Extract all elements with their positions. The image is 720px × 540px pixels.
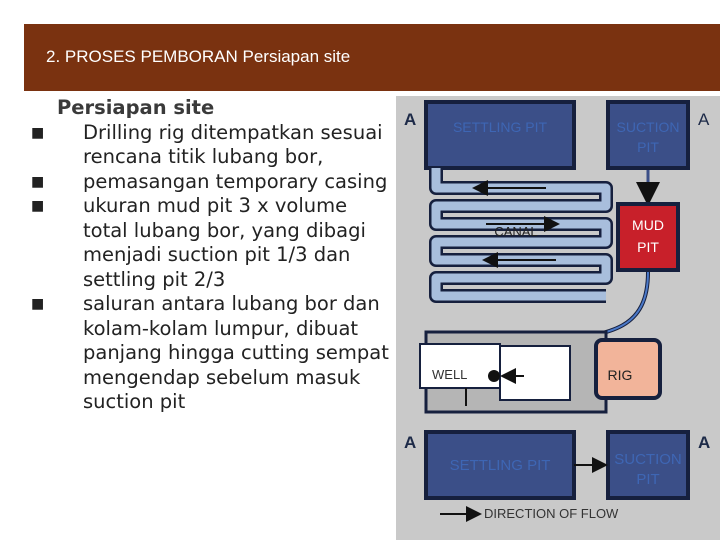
bullet-marker-icon: ■ xyxy=(31,173,45,190)
section-label-bottom-left: A xyxy=(404,433,416,452)
bullet-item: ■ pemasangan temporary casing xyxy=(31,170,397,195)
bullet-marker-icon: ■ xyxy=(31,124,45,141)
bullet-text: ukuran mud pit 3 x volume total lubang b… xyxy=(83,194,366,291)
bullet-marker-icon: ■ xyxy=(31,296,45,312)
settling-pit-bottom-label: SETTLING PIT xyxy=(450,457,551,474)
well-inner xyxy=(499,345,571,401)
settling-pit-top-label: SETTLING PIT xyxy=(453,119,548,135)
well-head xyxy=(488,370,500,382)
suction-pit-bottom-label-2: PIT xyxy=(636,471,659,488)
bullet-item: ■ ukuran mud pit 3 x volume total lubang… xyxy=(31,194,397,292)
suction-pit-bottom-label-1: SUCTION xyxy=(614,451,682,468)
suction-pit-bottom xyxy=(606,430,690,500)
section-label-top-right: A xyxy=(698,110,710,129)
mud-pit xyxy=(616,202,680,272)
bullet-item: ■ Drilling rig ditempatkan sesuai rencan… xyxy=(31,121,397,170)
suction-pit-top-label-1: SUCTION xyxy=(617,119,680,135)
mud-pit-label-2: PIT xyxy=(637,239,659,255)
mud-system-diagram: SETTLING PIT SUCTION PIT A A A A CANAL M… xyxy=(396,96,720,540)
rig-box xyxy=(594,338,662,400)
content-heading: Persiapan site xyxy=(57,96,215,119)
canal-water xyxy=(431,168,611,301)
bullet-text: pemasangan temporary casing xyxy=(83,169,388,193)
body-text: Persiapan site ■ Drilling rig ditempatka… xyxy=(31,96,397,415)
well-label: WELL xyxy=(432,367,467,382)
page-title: 2. PROSES PEMBORAN Persiapan site xyxy=(46,47,351,66)
mud-pit-label-1: MUD xyxy=(632,217,664,233)
canal-label: CANAL xyxy=(494,224,537,239)
section-label-bottom-right: A xyxy=(698,433,710,452)
settling-pit-top xyxy=(424,100,576,170)
settling-pit-bottom xyxy=(424,430,576,500)
bullet-text: saluran antara lubang bor dan kolam-kola… xyxy=(83,292,389,413)
suction-pit-top-label-2: PIT xyxy=(637,139,659,155)
direction-of-flow-label: DIRECTION OF FLOW xyxy=(484,506,619,521)
bullet-item: ■ saluran antara lubang bor dan kolam-ko… xyxy=(31,292,397,415)
suction-pit-top xyxy=(606,100,690,170)
bullet-text: Drilling rig ditempatkan sesuai rencana … xyxy=(83,120,383,169)
well-outer xyxy=(419,343,501,389)
rig-label: RIG xyxy=(608,367,633,383)
title-bar: 2. PROSES PEMBORAN Persiapan site xyxy=(24,24,720,91)
bullet-marker-icon: ■ xyxy=(31,198,45,214)
section-label-top-left: A xyxy=(404,110,416,129)
